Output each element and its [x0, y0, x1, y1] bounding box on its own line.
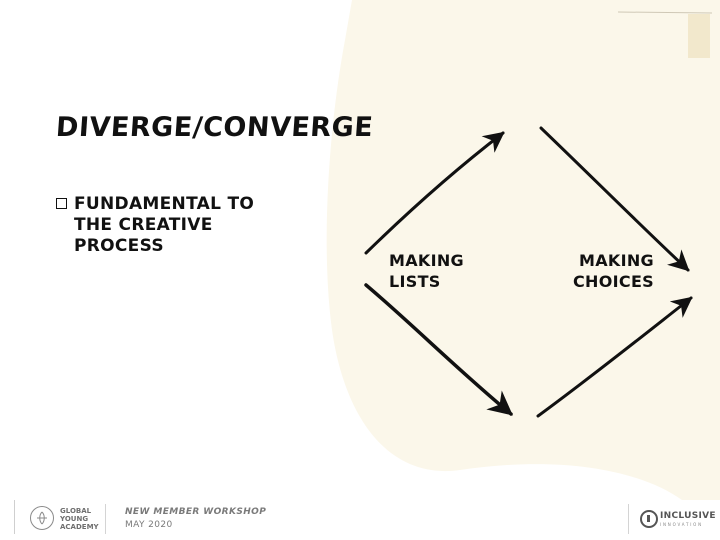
- making-lists-label: MAKING LISTS: [389, 251, 464, 291]
- inclusive-innovation-logo-icon: [640, 510, 658, 528]
- corner-strip: [688, 14, 710, 58]
- bullet-text: FUNDAMENTAL TO THE CREATIVE PROCESS: [74, 194, 255, 256]
- diverge-arrow-down: [364, 283, 513, 416]
- partner-subtitle: INNOVATION: [660, 522, 703, 527]
- workshop-title: NEW MEMBER WORKSHOP: [125, 507, 267, 517]
- academy-name: GLOBAL YOUNG ACADEMY: [60, 507, 99, 531]
- corner-rule: [617, 11, 713, 14]
- workshop-date: MAY 2020: [125, 520, 173, 530]
- footer-separator-right: [628, 504, 629, 534]
- checkbox-bullet-icon: [56, 198, 67, 209]
- bullet-item: FUNDAMENTAL TO THE CREATIVE PROCESS: [56, 194, 296, 257]
- cream-panel: [326, 0, 720, 500]
- bullet-list: FUNDAMENTAL TO THE CREATIVE PROCESS: [56, 194, 296, 257]
- converge-arrow-up: [536, 296, 693, 418]
- converge-arrow-down: [539, 126, 690, 272]
- partner-name: INCLUSIVE: [660, 511, 716, 521]
- footer-divider: [14, 500, 15, 534]
- diverge-arrow-up: [364, 131, 505, 255]
- academy-logo-icon: [30, 506, 54, 530]
- making-choices-label: MAKING CHOICES: [573, 251, 654, 291]
- footer-separator: [105, 504, 106, 534]
